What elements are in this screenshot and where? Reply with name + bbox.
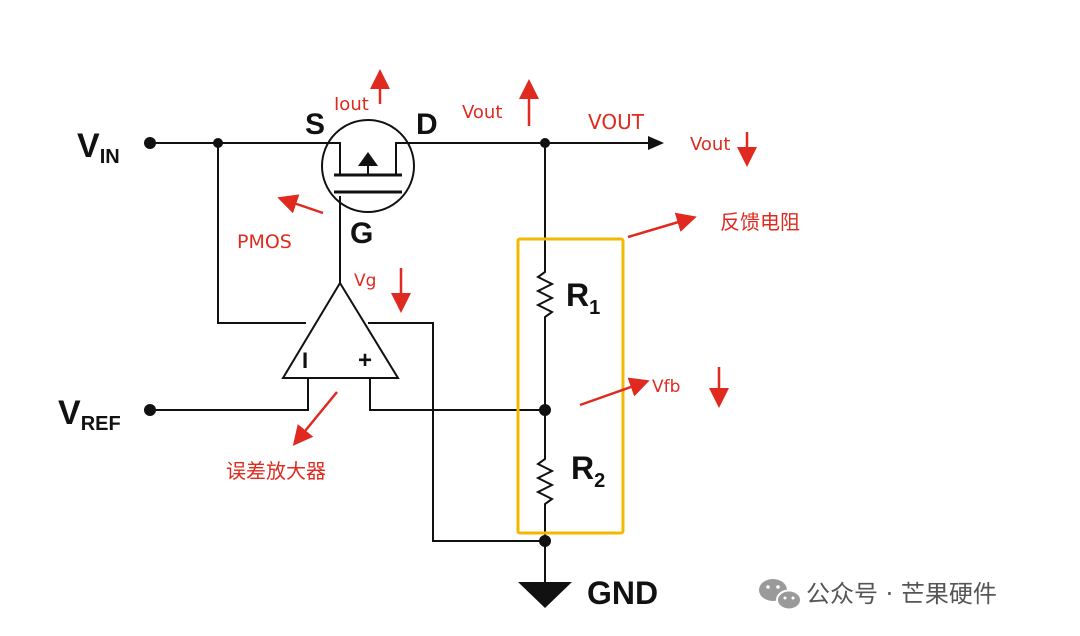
vfb-wire: [369, 378, 545, 411]
amp-supply-wire: [217, 143, 306, 324]
feedback-pointer-arrow: [627, 212, 697, 239]
error-amp-pointer-arrow: [292, 391, 338, 446]
vref-wire: [150, 375, 309, 411]
gnd-label: GND: [587, 575, 658, 611]
nodes: [144, 137, 551, 547]
vout-arrowhead: [648, 136, 664, 150]
r1-label: R1: [566, 277, 600, 319]
r2-label: R2: [571, 450, 605, 492]
pmos-drain-lead: [395, 142, 412, 175]
feedback-resistor-annotation: 反馈电阻: [720, 210, 800, 234]
gate-label: G: [350, 217, 373, 250]
vin-terminal: [144, 137, 156, 149]
resistor-r1: [535, 265, 555, 323]
watermark-text: 公众号 · 芒果硬件: [806, 580, 997, 608]
vref-label: VREF: [58, 394, 121, 435]
vin-junction: [213, 138, 223, 148]
pmos-pointer-arrow: [277, 194, 324, 215]
vfb-junction: [539, 404, 551, 416]
ground-symbol: [518, 582, 572, 608]
vout-net-label: VOUT: [588, 110, 645, 134]
error-amplifier: [281, 281, 400, 379]
pmos-body-arrow: [358, 152, 378, 166]
feedback-resistor-box: [516, 237, 625, 535]
iout-annotation: Iout: [334, 94, 369, 115]
drain-label: D: [416, 108, 438, 141]
vg-annotation: Vg: [354, 271, 376, 291]
pmos-annotation: PMOS: [237, 231, 292, 253]
vfb-annotation: Vfb: [652, 377, 680, 397]
vout-right-annotation: Vout: [690, 134, 730, 155]
annotation-arrows: [277, 69, 757, 446]
wires: [150, 142, 650, 582]
error-amp-annotation: 误差放大器: [226, 459, 326, 483]
wechat-icon: [759, 579, 802, 611]
gnd-junction: [539, 535, 551, 547]
pmos-source-lead: [324, 142, 341, 175]
resistor-r2: [535, 452, 555, 510]
pmos-body-circle: [321, 119, 415, 213]
vref-terminal: [144, 404, 156, 416]
inverting-input-label: I: [302, 348, 308, 373]
amp-gnd-wire: [368, 322, 545, 542]
vout-junction: [540, 138, 550, 148]
noninverting-input-label: +: [358, 347, 372, 374]
vfb-pointer-arrow: [579, 377, 650, 407]
vout-top-annotation: Vout: [462, 102, 502, 123]
vin-label: VIN: [77, 127, 120, 168]
source-label: S: [305, 108, 325, 141]
watermark: 公众号 · 芒果硬件: [759, 579, 997, 611]
